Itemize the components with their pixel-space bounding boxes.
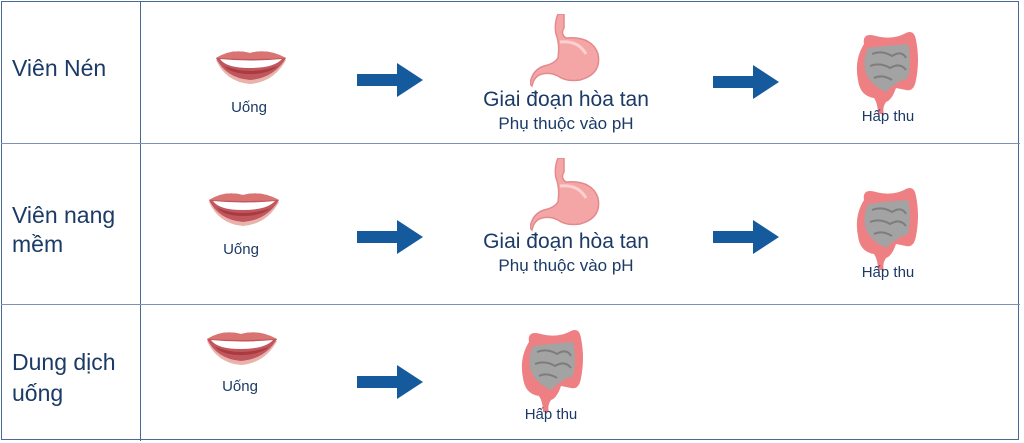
arrow-right-icon bbox=[713, 65, 779, 99]
row-label: Viên nang bbox=[12, 202, 116, 228]
row-divider bbox=[1, 304, 1020, 305]
stomach-icon bbox=[530, 158, 601, 232]
dissolution-title: Giai đoạn hòa tan bbox=[483, 230, 649, 253]
intestine-icon bbox=[855, 187, 919, 271]
row-label: Dung dịch bbox=[12, 349, 116, 375]
step-absorption-label: Hấp thu bbox=[861, 264, 915, 281]
arrow-right-icon bbox=[357, 365, 423, 399]
dissolution-note: Phụ thuộc vào pH bbox=[498, 114, 634, 133]
step-absorption-label: Hấp thu bbox=[524, 406, 578, 423]
row-divider bbox=[1, 143, 1020, 144]
row-label: uống bbox=[12, 380, 64, 406]
row-label: mềm bbox=[12, 231, 64, 257]
intestine-icon bbox=[855, 31, 919, 115]
dissolution-title: Giai đoạn hòa tan bbox=[483, 88, 649, 111]
column-divider bbox=[140, 1, 141, 441]
row-label: Viên Nén bbox=[12, 55, 107, 81]
arrow-right-icon bbox=[357, 63, 423, 97]
intestine-icon bbox=[520, 329, 584, 413]
mouth-icon bbox=[207, 332, 277, 365]
dissolution-note: Phụ thuộc vào pH bbox=[498, 256, 634, 275]
mouth-icon bbox=[216, 51, 286, 84]
step-absorption-label: Hấp thu bbox=[861, 108, 915, 125]
step-mouth-label: Uống bbox=[223, 241, 259, 258]
step-mouth-label: Uống bbox=[231, 99, 267, 116]
stomach-icon bbox=[530, 14, 601, 88]
arrow-right-icon bbox=[713, 220, 779, 254]
step-mouth-label: Uống bbox=[222, 378, 258, 395]
arrow-right-icon bbox=[357, 220, 423, 254]
mouth-icon bbox=[209, 193, 279, 226]
